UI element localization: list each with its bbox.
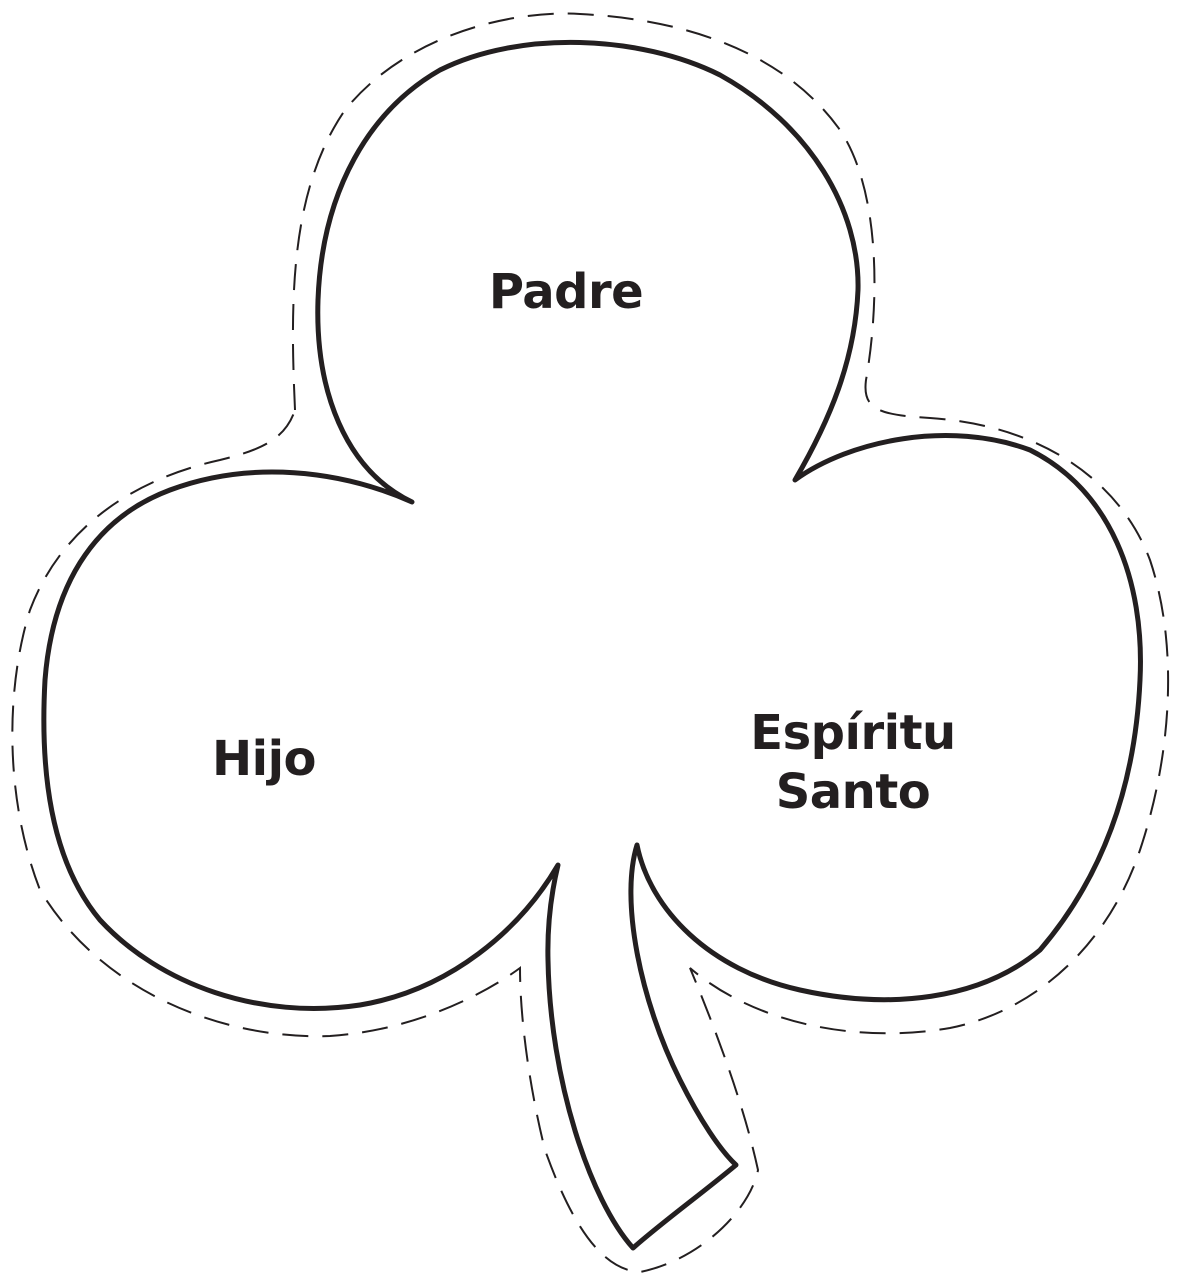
- leaf-label-padre: Padre: [488, 264, 644, 320]
- leaf-label-santo: Santo: [775, 764, 931, 820]
- shamrock-outline: [41, 39, 1143, 1251]
- leaf-label-hijo: Hijo: [211, 731, 317, 787]
- leaf-label-espiritu: Espíritu: [750, 705, 956, 761]
- dashed-cut-line: [11, 12, 1170, 1274]
